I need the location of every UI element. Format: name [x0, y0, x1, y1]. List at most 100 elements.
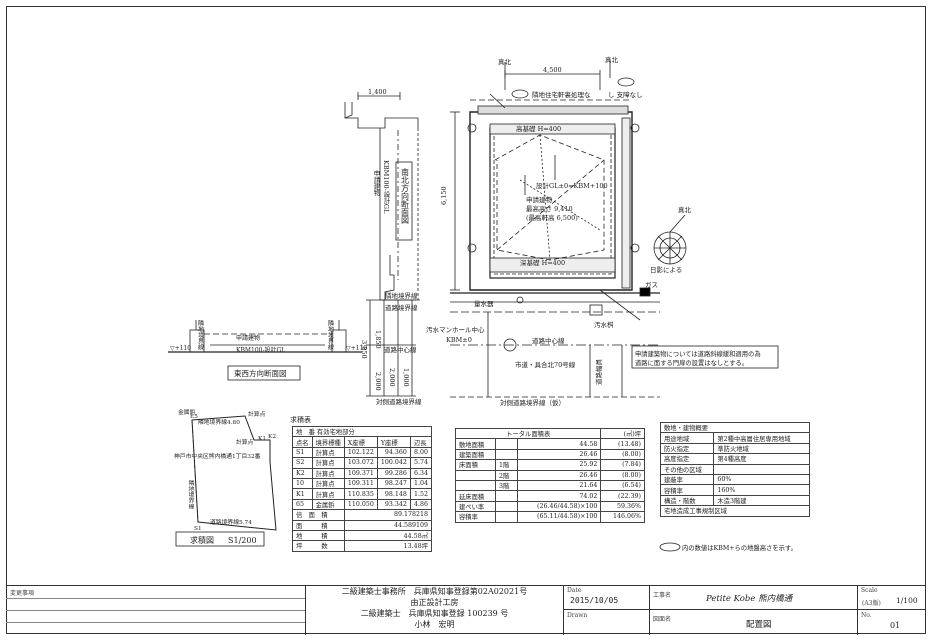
plan-h-bottom: 深基礎 H=400 — [520, 258, 565, 267]
date-label: Date — [567, 587, 582, 594]
plan-water: 汚水桝 — [594, 320, 614, 329]
ns-building: 申請建物 — [372, 169, 380, 198]
cell: 10 — [292, 477, 313, 490]
table-row: 用途地域第2種中高層住居専用地域 — [659, 432, 810, 444]
legend-ellipse — [659, 542, 681, 552]
cell: 計算点 — [311, 467, 345, 479]
cell: (22.39) — [600, 490, 645, 502]
cell: 94.360 — [376, 446, 411, 459]
section-north-south — [344, 92, 420, 397]
ns-opposite: 対側道路境界線 — [376, 397, 422, 406]
ns-boundary1: 隣地境界線 — [385, 291, 418, 300]
cell: 26.46 — [516, 469, 602, 481]
ns-title: 南北方向断面図 — [401, 167, 410, 225]
plan-road-center: 道路中心線 — [532, 336, 565, 345]
cell: 1階 — [495, 459, 518, 471]
cell: 地 積 — [292, 529, 345, 542]
survey-scale: S1/200 — [228, 536, 257, 545]
cell: その他の区域 — [659, 463, 715, 475]
office-line-2: 由正設計工房 — [410, 598, 459, 607]
ew-boundary-r: 隣地境界線 — [327, 319, 334, 350]
cell: 109.311 — [343, 477, 378, 490]
cell: 44.58㎡ — [343, 529, 433, 542]
plan-gl: 設計GL±0=KBM+100 — [536, 181, 608, 190]
overview-table: 敷地・建物概要 用途地域第2種中高層住居専用地域 防火指定準防火地域 高度指定第… — [659, 421, 810, 517]
survey-th-0: 点名 — [292, 436, 313, 448]
survey-table-title: 求積表 — [290, 416, 311, 424]
cell: 98.247 — [376, 477, 411, 490]
plan-gas: ガス — [645, 280, 658, 289]
cell: 26.46 — [516, 448, 602, 461]
project-value: Petite Kobe 熊内橋通 — [706, 594, 793, 604]
compass-north: 真北 — [678, 205, 692, 214]
cell: 110.050 — [343, 498, 378, 511]
table-row: 構造・階数木造3階建 — [659, 494, 810, 507]
project-label: 工事名 — [653, 592, 672, 599]
drawing-value: 配置図 — [746, 620, 772, 630]
cell: 44.589109 — [343, 519, 433, 531]
plan-opposite-road: 対側道路境界線（仮） — [500, 398, 565, 407]
cell — [495, 490, 518, 502]
cell: 160% — [713, 484, 810, 496]
cell: 建ぺい率 — [454, 500, 497, 513]
ns-kbm: KBM100-設計GL — [382, 160, 390, 214]
survey-label-7: S1 — [194, 526, 202, 532]
site-plan — [450, 70, 660, 398]
cell: 用途地域 — [659, 432, 715, 444]
cell: 59.36% — [600, 500, 645, 513]
cell: 103.072 — [343, 457, 378, 469]
survey-map — [175, 415, 277, 547]
survey-label-8: K1 — [258, 436, 266, 442]
section-east-west — [168, 320, 362, 381]
overview-title: 敷地・建物概要 — [660, 421, 810, 434]
survey-label-10: E5 — [190, 414, 198, 420]
cell: 146.06% — [600, 511, 645, 523]
drawing-frame — [6, 6, 926, 634]
cell: 宅地造成工事規制区域 — [660, 505, 810, 517]
cell: 計算点 — [311, 477, 345, 490]
cell: 建築面積 — [454, 448, 497, 461]
cell: 延床面積 — [454, 490, 497, 502]
cell: 構造・階数 — [659, 494, 715, 507]
cell: 床面積 — [454, 459, 497, 471]
date-cell: Date 2015/10/05 — [564, 586, 650, 610]
survey-label-9: K2 — [268, 434, 276, 440]
drawn-label: Drawn — [567, 612, 588, 619]
cell: 準防火地域 — [713, 442, 810, 455]
cell: 計算点 — [311, 488, 345, 500]
survey-label-4: 隣地境界線 — [187, 479, 194, 509]
cell: 110.835 — [343, 488, 378, 500]
cell — [495, 448, 518, 461]
cell: 74.02 — [516, 490, 602, 502]
ew-building: 申請建物 — [236, 334, 260, 342]
survey-title: 求積図 — [190, 535, 214, 545]
plan-sun: 日影による — [650, 265, 682, 274]
survey-label-2: 計算点 — [248, 410, 266, 418]
cell: 44.58 — [516, 438, 602, 450]
cell: (8.00) — [600, 448, 645, 461]
table-row: 防火指定準防火地域 — [659, 442, 810, 455]
legend-text: 内の数値はKBM+らの地盤高さを示す。 — [682, 543, 797, 552]
ew-boundary-l: 隣地境界線 — [197, 319, 204, 350]
survey-label-1: 隣地境界線4.80 — [198, 418, 240, 426]
office-cell: 二級建築士事務所 兵庫県知事登録第02A02021号 由正設計工房 二級建築士 … — [306, 586, 564, 635]
cell: 65 — [292, 498, 313, 511]
survey-th-3: Y座標 — [376, 436, 411, 448]
plan-building: 申請建物 — [526, 195, 553, 204]
office-line-1: 二級建築士事務所 兵庫県知事登録第02A02021号 — [341, 587, 528, 596]
note-text-1: 申請建築物については道路斜線緩和適用の為 — [635, 349, 761, 358]
cell: S1 — [292, 446, 313, 459]
survey-table-header-top: 地 番 有効宅地部分 — [292, 425, 432, 438]
no-value: 01 — [890, 621, 901, 630]
cell — [495, 511, 518, 523]
cell: (65.11/44.58)×100 — [516, 511, 602, 523]
drawing-label: 図面名 — [653, 616, 672, 623]
cell: 8.00 — [409, 446, 433, 459]
